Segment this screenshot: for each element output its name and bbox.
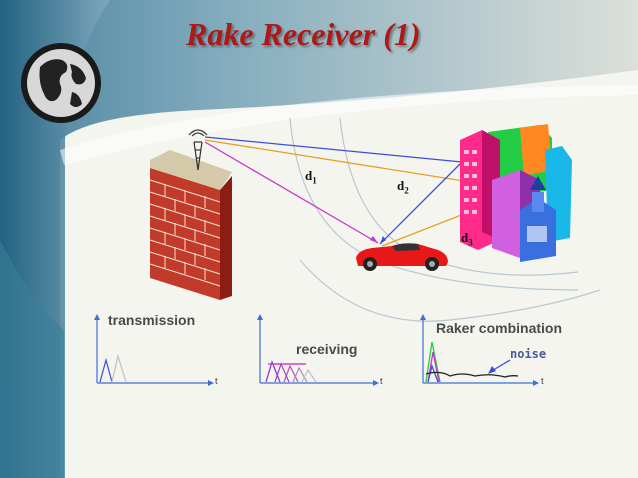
graph-axes: [94, 314, 539, 386]
path-label-d1: d1: [305, 168, 317, 186]
path-city-to-car-1: [379, 161, 463, 245]
car-icon: [356, 243, 448, 271]
transmission-pulses: [99, 353, 127, 383]
raker-combination-label: Raker combination: [436, 320, 563, 336]
raker-pulses: [425, 341, 519, 383]
time-axis-label-2: t: [380, 376, 383, 386]
noise-line: [425, 371, 519, 378]
signal-paths: [204, 136, 521, 247]
noise-label: noise: [510, 347, 547, 361]
antenna-tower-icon: [188, 129, 208, 171]
globe-logo-icon: [21, 43, 101, 123]
path-label-d2: d2: [397, 178, 409, 196]
path-direct-to-city: [204, 136, 463, 163]
city-buildings: [460, 124, 572, 262]
time-axis-label-1: t: [215, 376, 218, 386]
path-label-d3: d3: [461, 230, 473, 248]
path-to-car: [204, 141, 379, 244]
path-reflect-to-city: [204, 139, 471, 183]
brick-wall: [149, 150, 232, 300]
time-axis-label-3: t: [541, 376, 544, 386]
transmission-label: transmission: [108, 312, 196, 328]
receiving-pulses: [265, 360, 317, 383]
slide-title: Rake Receiver (1): [186, 16, 421, 52]
receiving-label: receiving: [296, 341, 358, 357]
